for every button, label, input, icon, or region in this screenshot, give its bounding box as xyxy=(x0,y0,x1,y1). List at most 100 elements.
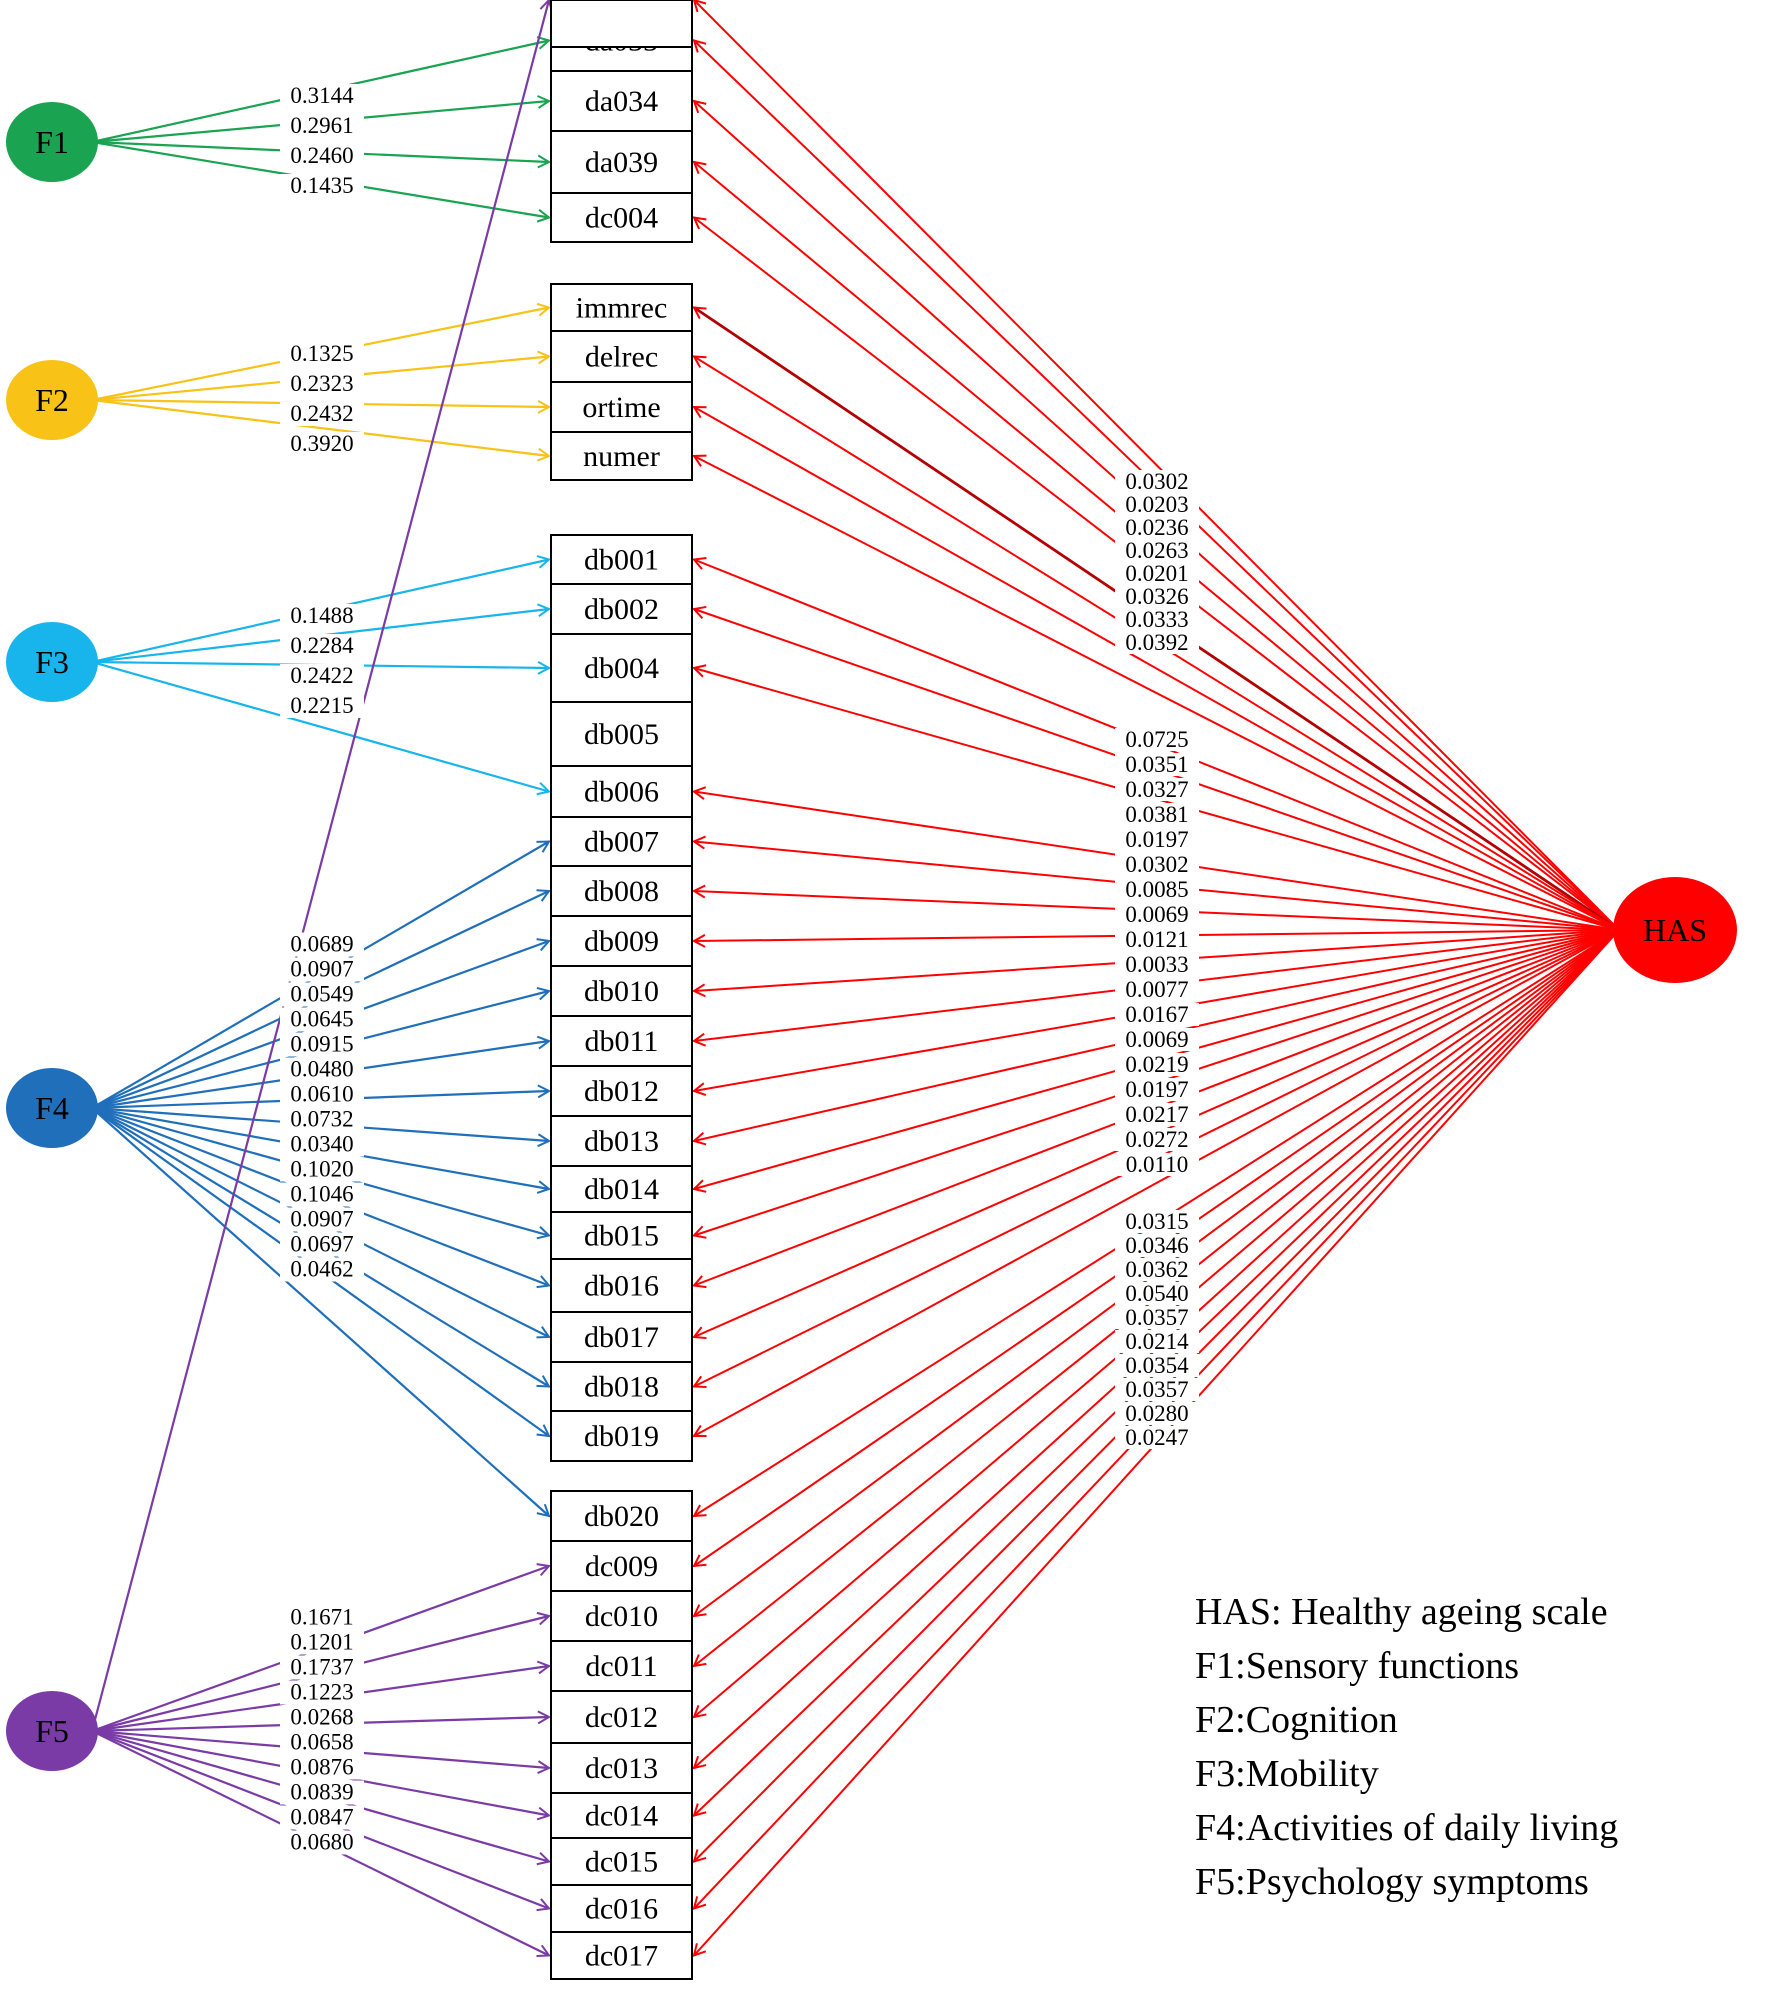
indicator-label-dc018: dc018 xyxy=(585,0,658,7)
loading-label-bg xyxy=(280,957,364,982)
has-weight-label-5: 0.0201 xyxy=(1125,561,1188,586)
loading-label-F5-9: 0.0847 xyxy=(290,1805,353,1830)
latent-label-F1: F1 xyxy=(35,124,69,160)
has-weight-label-17: 0.0121 xyxy=(1125,927,1188,952)
indicator-label-db008: db008 xyxy=(584,875,659,908)
loading-label-F5-10: 0.0680 xyxy=(290,1830,353,1855)
loading-label-bg xyxy=(280,372,364,396)
legend-f1: F1:Sensory functions xyxy=(1195,1645,1520,1687)
loading-label-F2-3: 0.2432 xyxy=(290,401,353,426)
loading-label-F1-3: 0.2460 xyxy=(290,143,353,168)
loading-label-F3-2: 0.2284 xyxy=(290,633,354,658)
indicator-box-dc014 xyxy=(550,1792,693,1839)
weight-label-bg xyxy=(1115,753,1199,776)
latent-node-F5 xyxy=(6,1691,98,1771)
loading-label-bg xyxy=(280,1680,364,1705)
loading-label-bg xyxy=(280,1605,364,1630)
indicator-box-dc018 xyxy=(550,0,693,48)
latent-label-F3: F3 xyxy=(35,644,69,680)
loading-label-F4-9: 0.0340 xyxy=(290,1132,353,1157)
loading-label-bg xyxy=(280,1182,364,1207)
weight-label-bg xyxy=(1115,1128,1199,1151)
indicator-label-dc017: dc017 xyxy=(585,1940,658,1973)
has-weight-label-21: 0.0069 xyxy=(1125,1027,1188,1052)
loading-label-bg xyxy=(280,1057,364,1082)
weight-label-bg xyxy=(1115,1306,1199,1329)
loading-edge-F2-numer xyxy=(91,398,549,456)
loading-label-bg xyxy=(280,144,364,168)
has-weight-label-19: 0.0077 xyxy=(1125,977,1188,1002)
weight-label-bg xyxy=(1115,1354,1199,1377)
has-weight-labels: 0.03020.02030.02360.02630.02010.03260.03… xyxy=(1115,469,1199,1450)
indicator-label-da039: da039 xyxy=(585,146,658,179)
indicator-boxes: da033da034da039dc004immrecdelrecortimenu… xyxy=(550,0,693,1980)
has-weight-label-12: 0.0381 xyxy=(1125,802,1188,827)
has-node xyxy=(1613,877,1737,983)
has-weight-label-9: 0.0725 xyxy=(1125,727,1188,752)
loading-label-bg xyxy=(280,1232,364,1257)
weight-label-bg xyxy=(1115,1402,1199,1425)
indicator-label-dc009: dc009 xyxy=(585,1550,658,1583)
latent-label-F4: F4 xyxy=(35,1090,69,1126)
loading-label-F2-2: 0.2323 xyxy=(290,371,353,396)
loading-label-bg xyxy=(280,114,364,138)
legend-f5: F5:Psychology symptoms xyxy=(1195,1861,1589,1903)
has-weight-label-10: 0.0351 xyxy=(1125,752,1188,777)
indicator-label-db007: db007 xyxy=(584,826,659,859)
loading-label-F4-7: 0.0610 xyxy=(290,1082,353,1107)
has-weight-label-28: 0.0346 xyxy=(1125,1233,1188,1258)
weight-label-bg xyxy=(1115,953,1199,976)
weight-label-bg xyxy=(1115,470,1199,493)
legend-f3: F3:Mobility xyxy=(1195,1753,1379,1795)
indicator-label-immrec: immrec xyxy=(576,292,668,325)
factor-loading-labels: 0.31440.29610.24600.14350.13250.23230.24… xyxy=(280,83,364,1855)
loading-label-F1-4: 0.1435 xyxy=(290,173,353,198)
has-weight-label-31: 0.0357 xyxy=(1125,1305,1188,1330)
indicator-label-ortime: ortime xyxy=(582,391,660,424)
has-weight-label-27: 0.0315 xyxy=(1125,1209,1188,1234)
has-weight-label-20: 0.0167 xyxy=(1125,1002,1188,1027)
has-weight-label-15: 0.0085 xyxy=(1125,877,1188,902)
indicator-box-db007 xyxy=(550,816,693,867)
weight-label-bg xyxy=(1115,608,1199,631)
indicator-label-dc014: dc014 xyxy=(585,1800,658,1833)
has-weight-label-22: 0.0219 xyxy=(1125,1052,1188,1077)
loading-edge-F4-db020 xyxy=(91,1107,549,1516)
weight-label-bg xyxy=(1115,1028,1199,1051)
indicator-label-dc012: dc012 xyxy=(585,1701,658,1734)
weight-label-bg xyxy=(1115,1426,1199,1449)
indicator-box-db005 xyxy=(550,701,693,767)
indicator-label-db018: db018 xyxy=(584,1371,659,1404)
latent-node-F3 xyxy=(6,622,98,702)
indicator-box-db009 xyxy=(550,915,693,967)
indicator-label-db016: db016 xyxy=(584,1270,659,1303)
has-weight-label-1: 0.0302 xyxy=(1125,469,1188,494)
weight-label-bg xyxy=(1115,1053,1199,1076)
indicator-label-dc015: dc015 xyxy=(585,1846,658,1879)
weight-label-bg xyxy=(1115,803,1199,826)
loading-label-F3-3: 0.2422 xyxy=(290,663,353,688)
legend: HAS: Healthy ageing scale F1:Sensory fun… xyxy=(1195,1585,1755,1909)
weight-label-bg xyxy=(1115,878,1199,901)
indicator-box-immrec xyxy=(550,283,693,332)
loading-label-bg xyxy=(280,664,364,688)
loading-label-bg xyxy=(280,1805,364,1830)
legend-f2: F2:Cognition xyxy=(1195,1699,1398,1741)
loading-label-bg xyxy=(280,1755,364,1780)
loading-label-F4-3: 0.0549 xyxy=(290,982,353,1007)
loading-label-F4-6: 0.0480 xyxy=(290,1057,353,1082)
indicator-box-db006 xyxy=(550,765,693,818)
loading-label-F5-3: 0.1737 xyxy=(290,1655,353,1680)
has-weight-label-36: 0.0247 xyxy=(1125,1425,1188,1450)
has-weight-label-3: 0.0236 xyxy=(1125,515,1188,540)
has-edge-db019 xyxy=(694,929,1620,1436)
indicator-label-dc010: dc010 xyxy=(585,1600,658,1633)
loading-label-F5-1: 0.1671 xyxy=(290,1605,353,1630)
loading-label-bg xyxy=(280,1032,364,1057)
indicator-box-db011 xyxy=(550,1015,693,1067)
indicator-box-dc009 xyxy=(550,1540,693,1592)
loading-label-F4-4: 0.0645 xyxy=(290,1007,353,1032)
indicator-label-dc011: dc011 xyxy=(585,1650,657,1683)
